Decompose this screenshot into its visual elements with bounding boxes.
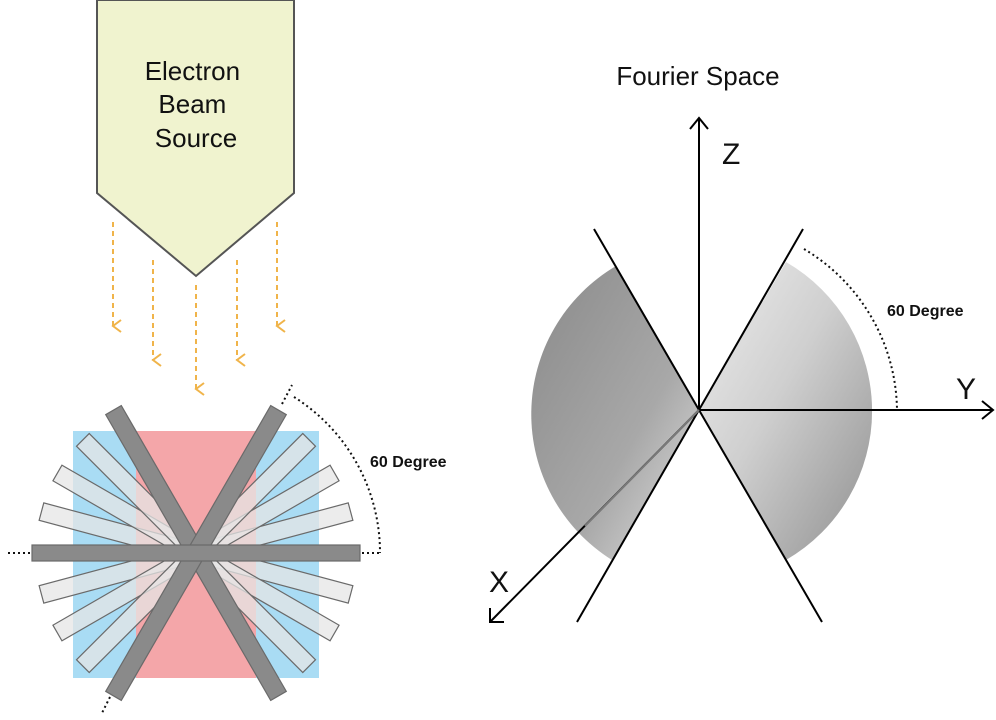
- tilt-series-bars: [31, 404, 361, 702]
- tilt-extension-bottom: [101, 696, 111, 714]
- right-angle-label: 60 Degree: [887, 303, 964, 320]
- electron-beam-source: Electron Beam Source: [96, 0, 295, 278]
- z-axis-label: Z: [722, 138, 740, 171]
- wedge-line-left: [593, 228, 823, 623]
- left-angle-label: 60 Degree: [370, 454, 447, 471]
- x-axis-inner-shade: [584, 409, 700, 527]
- y-axis-label: Y: [956, 373, 976, 406]
- left-lobe: [531, 266, 699, 560]
- x-axis-label: X: [489, 566, 509, 599]
- y-axis-arrowhead: [981, 400, 995, 420]
- x-axis-arrowhead: [489, 608, 504, 623]
- fourier-space-title: Fourier Space: [616, 61, 779, 91]
- beam-arrows: [111, 222, 286, 396]
- left-angle-indicator: [8, 384, 382, 714]
- axes: [489, 116, 995, 623]
- missing-wedge-lines: [576, 228, 823, 623]
- tilt-bar-zero: [31, 544, 361, 562]
- source-label: Electron Beam Source: [145, 56, 248, 153]
- tilt-extension-top: [281, 384, 293, 405]
- z-axis-arrowhead: [689, 116, 709, 130]
- wedge-line-right: [576, 228, 804, 623]
